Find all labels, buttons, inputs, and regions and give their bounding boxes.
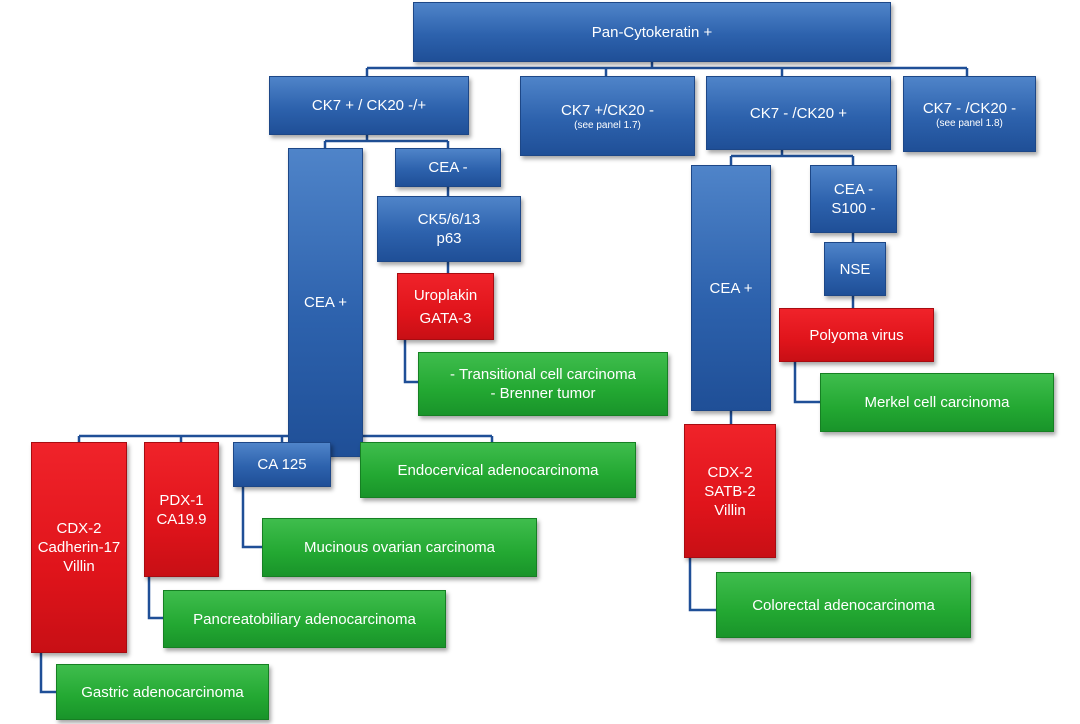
s100-negative-label: S100 -: [831, 200, 876, 217]
pancreatobiliary-adenocarcinoma-label: Pancreatobiliary adenocarcinoma: [193, 610, 416, 628]
villin-right-label: Villin: [714, 501, 746, 519]
cdx2-satb2-villin-node: CDX-2 SATB-2 Villin: [684, 424, 776, 558]
polyoma-virus-node: Polyoma virus: [779, 308, 934, 362]
ck7-pos-ck20-neg-node: CK7 +/CK20 - (see panel 1.7): [520, 76, 695, 156]
pdx1-label: PDX-1: [159, 491, 204, 509]
ck7-neg-ck20-neg-note: (see panel 1.8): [936, 117, 1003, 129]
colorectal-adenocarcinoma-node: Colorectal adenocarcinoma: [716, 572, 971, 638]
nse-node: NSE: [824, 242, 886, 296]
ck7-neg-ck20-pos-node: CK7 - /CK20 +: [706, 76, 891, 150]
mucinous-ovarian-carcinoma-node: Mucinous ovarian carcinoma: [262, 518, 537, 577]
ck7-pos-ck20-neg-label: CK7 +/CK20 -: [561, 101, 654, 119]
uroplakin-label: Uroplakin: [413, 286, 478, 304]
cea-positive-right-label: CEA +: [709, 279, 753, 297]
mucinous-ovarian-carcinoma-label: Mucinous ovarian carcinoma: [304, 539, 495, 556]
polyoma-virus-label: Polyoma virus: [809, 326, 904, 344]
gastric-adenocarcinoma-node: Gastric adenocarcinoma: [56, 664, 269, 720]
cea-negative-node: CEA -: [395, 148, 501, 187]
nse-label: NSE: [839, 260, 871, 278]
ck7-pos-ck20-neg-note: (see panel 1.7): [574, 119, 641, 131]
colorectal-adenocarcinoma-label: Colorectal adenocarcinoma: [752, 596, 935, 614]
pancreatobiliary-adenocarcinoma-node: Pancreatobiliary adenocarcinoma: [163, 590, 446, 648]
cea-positive-right-node: CEA +: [691, 165, 771, 411]
cea-positive-left-label: CEA +: [304, 294, 347, 311]
transitional-cell-carcinoma-node: - Transitional cell carcinoma - Brenner …: [418, 352, 668, 416]
pdx1-ca199-node: PDX-1 CA19.9: [144, 442, 219, 577]
cdx2-cadherin17-villin-node: CDX-2 Cadherin-17 Villin: [31, 442, 127, 653]
ca125-label: CA 125: [257, 456, 307, 473]
cea-negative-right-label: CEA -: [833, 181, 874, 198]
brenner-tumor-label: - Brenner tumor: [490, 385, 596, 402]
villin-label: Villin: [63, 558, 95, 575]
cdx2-label: CDX-2: [56, 520, 102, 537]
cea-s100-negative-node: CEA - S100 -: [810, 165, 897, 233]
endocervical-adenocarcinoma-label: Endocervical adenocarcinoma: [397, 461, 599, 479]
transitional-cell-carcinoma-label: - Transitional cell carcinoma: [450, 366, 636, 383]
ck7-neg-ck20-pos-label: CK7 - /CK20 +: [749, 104, 848, 122]
ck7-pos-ck20-posneg-node: CK7 + / CK20 -/+: [269, 76, 469, 135]
uroplakin-gata3-node: Uroplakin GATA-3: [397, 273, 494, 340]
ck7-pos-ck20-posneg-label: CK7 + / CK20 -/+: [311, 97, 427, 114]
cadherin17-label: Cadherin-17: [37, 539, 121, 556]
ca199-label: CA19.9: [156, 510, 207, 528]
ck7-neg-ck20-neg-node: CK7 - /CK20 - (see panel 1.8): [903, 76, 1036, 152]
cdx2-right-label: CDX-2: [707, 463, 753, 481]
merkel-cell-carcinoma-label: Merkel cell carcinoma: [864, 394, 1010, 411]
gastric-adenocarcinoma-label: Gastric adenocarcinoma: [81, 683, 244, 701]
ck5-6-13-p63-node: CK5/6/13 p63: [377, 196, 521, 262]
endocervical-adenocarcinoma-node: Endocervical adenocarcinoma: [360, 442, 636, 498]
p63-label: p63: [436, 230, 462, 247]
ck7-neg-ck20-neg-label: CK7 - /CK20 -: [922, 99, 1017, 117]
pan-cytokeratin-label: Pan-Cytokeratin +: [591, 23, 713, 41]
gata3-label: GATA-3: [419, 309, 472, 327]
cea-positive-left-node: CEA +: [288, 148, 363, 457]
satb2-label: SATB-2: [704, 482, 756, 500]
pan-cytokeratin-node: Pan-Cytokeratin +: [413, 2, 891, 62]
cea-negative-label: CEA -: [428, 159, 468, 176]
ca125-node: CA 125: [233, 442, 331, 487]
merkel-cell-carcinoma-node: Merkel cell carcinoma: [820, 373, 1054, 432]
ck5-6-13-label: CK5/6/13: [417, 211, 481, 228]
